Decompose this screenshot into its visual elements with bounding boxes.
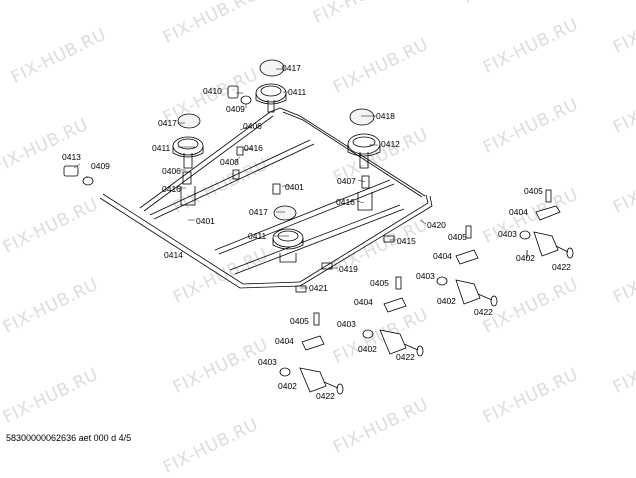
part-label-0422-a: 0422 [552, 262, 571, 272]
part-label-0403-c: 0403 [337, 319, 356, 329]
part-label-0422-d: 0422 [316, 391, 335, 401]
valve-assembly-center [362, 276, 424, 357]
part-label-0411-c: 0411 [248, 231, 267, 241]
part-label-0409-b: 0409 [91, 161, 110, 171]
part-label-0409-a: 0409 [226, 104, 245, 114]
part-label-0403-b: 0403 [416, 271, 435, 281]
part-label-0405-b: 0405 [448, 232, 467, 242]
part-label-0402-c: 0402 [358, 344, 377, 354]
part-label-0422-c: 0422 [396, 352, 415, 362]
valve-assembly-left [279, 312, 344, 395]
part-label-0404-b: 0404 [433, 251, 452, 261]
part-label-0417-a: 0417 [282, 63, 301, 73]
part-label-0420: 0420 [427, 220, 446, 230]
part-label-0416-b: 0416 [162, 184, 181, 194]
part-label-0403-d: 0403 [258, 357, 277, 367]
part-label-0421: 0421 [309, 283, 328, 293]
frame [99, 107, 433, 289]
part-label-0407: 0407 [337, 176, 356, 186]
diagram-drawing [63, 59, 574, 395]
part-label-0405-c: 0405 [370, 278, 389, 288]
part-label-0410: 0410 [203, 86, 222, 96]
valve-assembly-center-right [436, 225, 498, 307]
leader-lines [73, 68, 427, 289]
part-label-0417-c: 0417 [249, 207, 268, 217]
part-label-0411-b: 0411 [152, 143, 171, 153]
burner-rear-left [172, 113, 204, 206]
valve-assembly-right [519, 189, 574, 259]
part-label-0418: 0418 [376, 111, 395, 121]
burner-rear-right-top [255, 59, 287, 113]
part-label-0406-b: 0406 [162, 166, 181, 176]
part-label-0408: 0408 [220, 157, 239, 167]
document-footer: 58300000062636 aet 000 d 4/5 [6, 433, 132, 443]
part-label-0417-b: 0417 [158, 118, 177, 128]
part-label-0401-b: 0401 [196, 216, 215, 226]
part-label-0406-a: 0406 [243, 121, 262, 131]
part-label-0402-d: 0402 [278, 381, 297, 391]
part-label-0404-d: 0404 [275, 336, 294, 346]
part-label-0404-c: 0404 [354, 297, 373, 307]
part-label-0416-a: 0416 [244, 143, 263, 153]
part-label-0402-b: 0402 [437, 296, 456, 306]
part-label-0402-a: 0402 [516, 253, 535, 263]
part-label-0419: 0419 [339, 264, 358, 274]
part-label-0405-a: 0405 [524, 186, 543, 196]
part-label-0415: 0415 [397, 236, 416, 246]
part-label-0413: 0413 [62, 152, 81, 162]
part-label-0405-d: 0405 [290, 316, 309, 326]
part-label-0414: 0414 [164, 250, 183, 260]
part-label-0401-a: 0401 [285, 182, 304, 192]
burner-rear-right [347, 108, 381, 211]
part-label-0403-a: 0403 [498, 229, 517, 239]
part-label-0411-a: 0411 [288, 87, 307, 97]
part-label-0416-c: 0416 [336, 197, 355, 207]
small-parts [63, 85, 395, 293]
part-label-0412: 0412 [381, 139, 400, 149]
part-label-0422-b: 0422 [474, 307, 493, 317]
part-label-0404-a: 0404 [509, 207, 528, 217]
